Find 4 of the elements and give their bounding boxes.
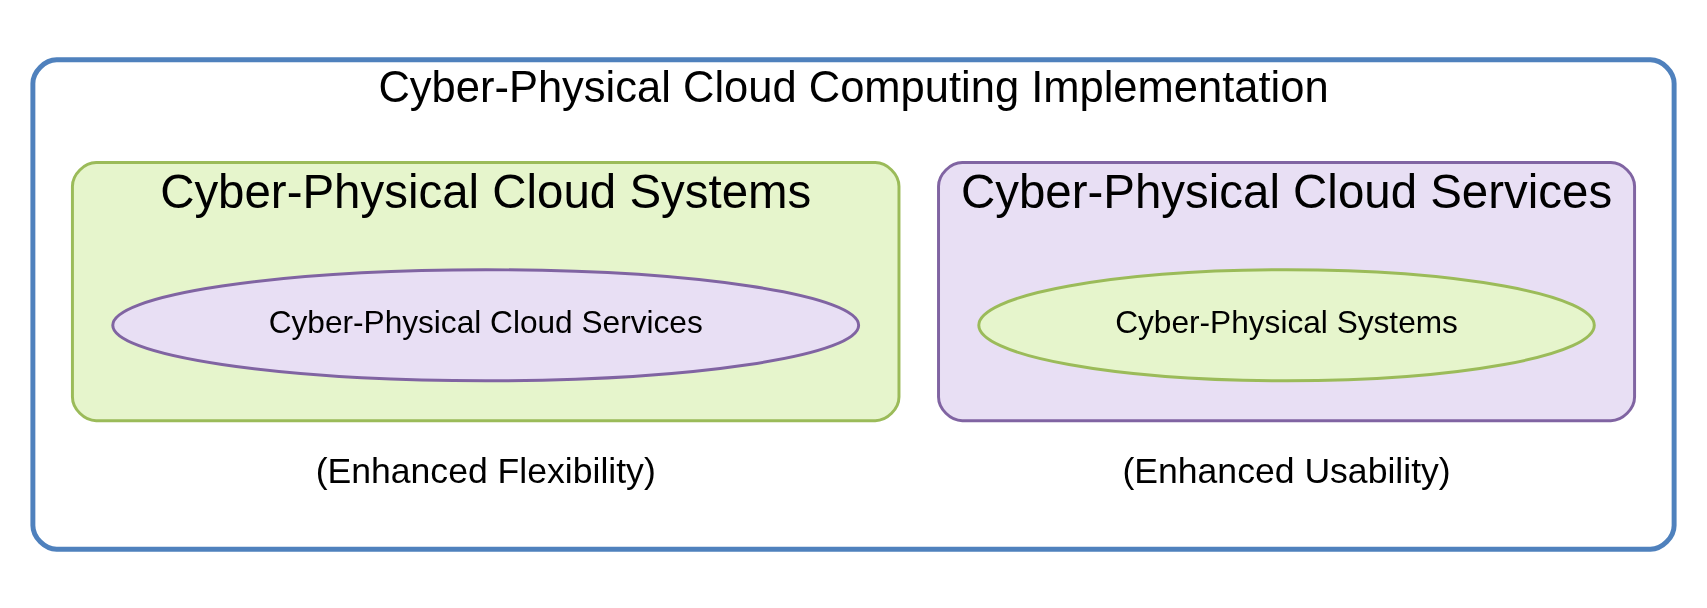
node-label: (Enhanced Usability) xyxy=(1122,450,1451,491)
node-ellipse: Cyber-Physical Systems xyxy=(977,267,1596,382)
node-label: (Enhanced Flexibility) xyxy=(315,450,656,491)
node-ellipse: Cyber-Physical Cloud Services xyxy=(111,267,861,382)
